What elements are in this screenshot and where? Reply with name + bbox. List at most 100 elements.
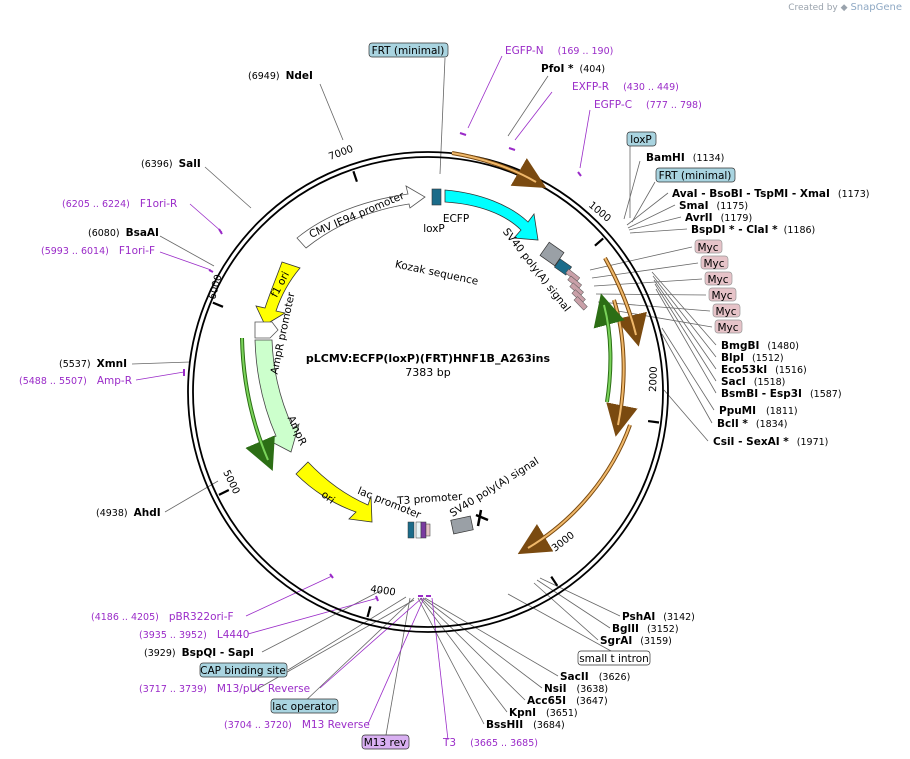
enzyme-csii-group: CsiI - SexAI *(1971): [713, 436, 828, 448]
boxed-labels: FRT (minimal) loxP FRT (minimal) Myc Myc…: [199, 42, 743, 750]
m13-rev-box: [361, 734, 410, 750]
enzyme-bglii: BglII(3152): [612, 623, 679, 635]
enzyme-sali: (6396)SalI: [141, 158, 201, 170]
sv40-bottom-label: SV40 poly(A) signal: [448, 455, 541, 520]
leader-line: [385, 597, 411, 736]
small-t-intron-box: [577, 650, 651, 666]
leader-line: [299, 597, 415, 707]
cmv-label: CMV IE94 promoter: [308, 190, 407, 241]
ecfp-label: ECFP: [443, 213, 469, 225]
backbone-outer: [187, 151, 669, 633]
primer-egfp-c: EGFP-C(777 .. 798): [594, 99, 702, 111]
m13-rev-label: M13 rev: [364, 737, 407, 749]
t3-promoter-label: T3 promoter: [396, 491, 464, 508]
primer-leader-line: [367, 597, 425, 725]
primer-exfp-r: EXFP-R(430 .. 449): [572, 81, 679, 93]
leader-line: [422, 597, 543, 689]
myc-box-1: [694, 239, 723, 254]
ecfp-arrow: [444, 189, 539, 241]
leader-line: [661, 327, 715, 411]
leader-line: [623, 160, 641, 220]
tick-mark: [366, 606, 372, 618]
small-t-intron-label: small t intron: [579, 653, 649, 665]
leader-line: [417, 597, 485, 725]
credit-prefix: Created by: [788, 3, 838, 13]
tick-2000: 2000: [648, 366, 660, 392]
myc-box-2: [700, 255, 729, 270]
primer-leader-line: [319, 597, 423, 689]
enzyme-ndei: (6949)NdeI: [248, 70, 313, 82]
enzyme-bsshii: BssHII(3684): [486, 719, 565, 731]
ori-arrow: [295, 461, 373, 523]
orf-arc-bottom-fill: [527, 424, 631, 549]
enzyme-eco53ki: Eco53kI(1516): [721, 364, 807, 376]
leader-line: [593, 278, 703, 287]
primer-egfp-n: EGFP-N(169 .. 190): [505, 45, 613, 57]
primer-leader-line: [245, 575, 333, 617]
enzyme-nsii: NsiI(3638): [544, 683, 608, 695]
tick-mark: [594, 237, 604, 247]
tick-7000: 7000: [327, 144, 355, 163]
tick-mark: [352, 170, 358, 183]
leader-line: [507, 593, 612, 652]
primer-leader-line: [579, 109, 591, 169]
primer-labels: EGFP-N(169 .. 190) EXFP-R(430 .. 449) EG…: [19, 45, 702, 749]
enzyme-labels: (6949)NdeI PfoI *(404) (6396)SalI (6080)…: [59, 63, 869, 731]
enzyme-smai: SmaI(1175): [679, 200, 748, 212]
myc-box-3: [704, 271, 733, 286]
leader-line: [420, 597, 526, 701]
snapgene-logo-icon: ◆: [840, 3, 848, 13]
leader-line: [287, 596, 407, 671]
frt-right-box: [655, 167, 736, 183]
tick-6000: 6000: [207, 273, 224, 300]
orf-arc-top-fill: [451, 152, 537, 183]
leader-line: [651, 271, 717, 346]
leader-line: [652, 275, 717, 358]
leader-line: [655, 288, 717, 394]
leader-line: [424, 597, 559, 677]
enzyme-avai-group: AvaI - BsoBI - TspMI - XmaI(1173): [672, 188, 869, 200]
leader-line: [539, 577, 621, 617]
primer-f1ori-r: (6205 .. 6224)F1ori-R: [62, 198, 177, 210]
lac-cluster-a: [407, 521, 415, 539]
tick-mark: [647, 419, 660, 424]
leader-line: [261, 589, 383, 653]
leader-line: [653, 279, 717, 370]
myc-label-6: Myc: [717, 322, 738, 334]
green-arc-right-fill: [603, 304, 612, 403]
primer-l4440: (3935 .. 3952)L4440: [139, 629, 249, 641]
leader-line: [536, 579, 611, 629]
enzyme-bsaai: (6080)BsaAI: [88, 227, 159, 239]
primer-amp-r: (5488 .. 5507)Amp-R: [19, 375, 132, 387]
primer-leader-line: [189, 203, 223, 233]
frt-right-label: FRT (minimal): [659, 170, 732, 182]
tick-4000: 4000: [370, 584, 397, 598]
tick-marks: [212, 170, 660, 618]
tick-3000: 3000: [550, 530, 577, 554]
primer-leader-line: [514, 91, 553, 141]
leader-line: [627, 204, 676, 229]
leader-line: [319, 83, 344, 141]
enzyme-avrii: AvrII(1179): [685, 212, 752, 224]
leader-line: [628, 216, 682, 231]
sv40-polya-bottom-marker: [475, 509, 489, 527]
leader-line: [595, 293, 707, 296]
enzyme-bspdi-group: BspDI * - ClaI *(1186): [691, 224, 815, 236]
enzyme-bcli: BclI *(1834): [717, 418, 787, 430]
orf-arc-bottom: [517, 424, 632, 555]
enzyme-blpi: BlpI(1512): [721, 352, 784, 364]
ecfp-start: [431, 188, 442, 206]
leader-line: [251, 599, 415, 693]
leader-line: [419, 597, 508, 713]
primer-leader-line: [159, 251, 212, 271]
credit-brand: SnapGene: [850, 2, 902, 13]
lac-cluster-d: [425, 523, 431, 537]
sv40-polya-bottom-box: [450, 515, 474, 535]
tick-mark: [550, 576, 559, 587]
snapgene-credit: Created by ◆ SnapGene: [788, 2, 902, 13]
primer-leader-line: [247, 597, 379, 635]
enzyme-xmni: (5537)XmnI: [59, 358, 127, 370]
leader-line: [631, 181, 656, 223]
primer-leader-line: [431, 597, 449, 741]
myc-tags-ring: [565, 268, 588, 311]
